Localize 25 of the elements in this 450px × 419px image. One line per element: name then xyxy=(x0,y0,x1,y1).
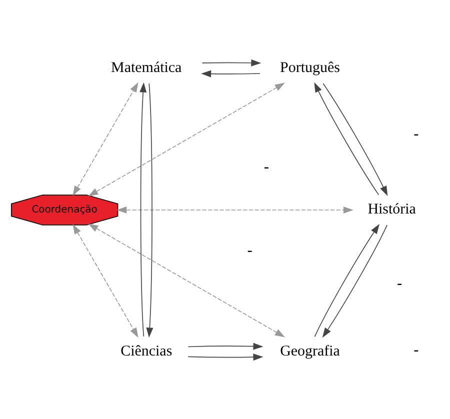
node-text: Matemática xyxy=(111,59,182,76)
node-text: Geografia xyxy=(280,342,340,359)
label: - xyxy=(413,340,419,359)
arrow xyxy=(202,58,262,66)
node-text: Ciências xyxy=(120,342,172,359)
label: - xyxy=(264,158,270,176)
label: - xyxy=(247,240,253,259)
arrow xyxy=(88,82,285,196)
arrow xyxy=(314,223,380,337)
arrow xyxy=(188,353,264,360)
arrow xyxy=(188,342,264,350)
arrow xyxy=(146,82,154,338)
arrow xyxy=(72,224,138,338)
arrow xyxy=(201,70,260,77)
arrow xyxy=(72,82,138,196)
arrow xyxy=(116,206,354,213)
node-text: História xyxy=(368,201,416,218)
arrow xyxy=(322,224,388,338)
label: - xyxy=(396,274,402,292)
arrow xyxy=(322,82,388,196)
arrow xyxy=(88,223,285,337)
label: - xyxy=(413,124,419,142)
arrow xyxy=(314,82,380,195)
node-text: Português xyxy=(280,59,340,76)
arrow xyxy=(140,82,147,336)
